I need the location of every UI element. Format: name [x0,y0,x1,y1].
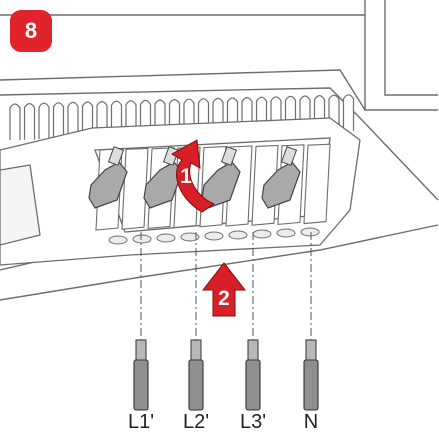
wire-2 [188,339,204,411]
lever-tab [162,146,180,166]
wire-label-n: N [303,411,319,433]
entry-hole [204,231,224,241]
arrow-2-insert-wire: 2 [201,262,247,317]
wire-3 [245,339,261,411]
lever-2 [143,146,183,209]
step-number-badge: 8 [10,10,52,52]
arrow-1-number: 1 [180,165,192,188]
fin [342,94,355,131]
terminal-slot [121,147,149,230]
fin [67,101,79,139]
insertion-guides [140,232,312,340]
entry-hole [300,227,320,237]
entry-hole [156,233,176,243]
wire-stripped-end [247,339,259,363]
fin [9,103,21,140]
wire-insulation [245,359,261,411]
wire-stripped-end [190,339,202,363]
wire-insulation [133,359,149,411]
lever-body [88,161,128,209]
fin [23,103,36,140]
entry-hole [228,230,248,240]
terminal-slot [303,143,331,225]
fin [52,102,65,139]
wire-label-l3: L3' [239,411,267,433]
wire-1 [133,339,149,411]
lever-4 [261,146,301,209]
wire-label-l2: L2' [182,411,210,433]
wire-set [133,339,319,411]
fin [38,102,50,140]
entry-hole [276,228,296,238]
lever-tab [107,146,125,166]
wire-stripped-end [305,339,317,363]
wire-label-l1: L1' [127,411,155,433]
wire-insulation [188,359,204,411]
entry-hole [252,229,272,239]
wire-insulation [303,359,319,411]
arrow-1-lift-lever: 1 [171,139,216,213]
entry-hole [108,235,128,245]
lever-tab [220,146,238,166]
lever-1 [88,146,128,209]
lever-tab [280,146,298,166]
lever-body [143,161,183,209]
entry-hole [132,234,152,244]
wire-4 [303,339,319,411]
lever-body [261,161,301,209]
wire-stripped-end [135,339,147,363]
arrow-2-number: 2 [218,287,230,310]
entry-hole [180,232,200,242]
